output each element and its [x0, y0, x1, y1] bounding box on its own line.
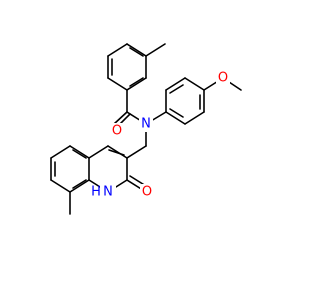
label-background — [100, 183, 116, 202]
bond — [165, 111, 186, 125]
bond — [50, 145, 71, 159]
bond — [69, 145, 90, 159]
bond — [184, 77, 205, 91]
methoxy-oxygen-label: O — [218, 71, 228, 86]
bond — [126, 77, 147, 91]
bond — [145, 43, 166, 57]
molecule-canvas: O N O O N H — [50, 43, 242, 215]
bond — [50, 179, 71, 193]
bond — [88, 145, 109, 159]
ring-nitrogen-label: N — [103, 185, 113, 200]
ring-nh-hydrogen-label: H — [91, 185, 101, 200]
bond — [169, 108, 184, 118]
bond — [108, 149, 125, 156]
bond — [126, 145, 147, 159]
atom-labels: O N O O N H — [91, 70, 230, 202]
molecule-structure: O N O O N H — [50, 43, 242, 215]
bond — [184, 111, 205, 125]
amide-nitrogen-label: N — [141, 117, 151, 132]
amide-oxygen-label: O — [112, 124, 122, 139]
bond — [72, 179, 87, 189]
bond — [129, 77, 144, 87]
bond — [126, 43, 147, 57]
label-background — [216, 70, 230, 86]
bond — [113, 111, 128, 125]
bond — [107, 77, 128, 91]
bond — [107, 43, 128, 57]
bond — [129, 47, 144, 57]
bond — [169, 84, 184, 94]
bond — [165, 77, 186, 91]
bond — [72, 149, 87, 159]
label-background — [111, 123, 124, 139]
label-background — [139, 116, 153, 132]
lactam-oxygen-label: O — [142, 185, 152, 200]
label-background — [140, 184, 154, 200]
bond — [69, 179, 90, 193]
